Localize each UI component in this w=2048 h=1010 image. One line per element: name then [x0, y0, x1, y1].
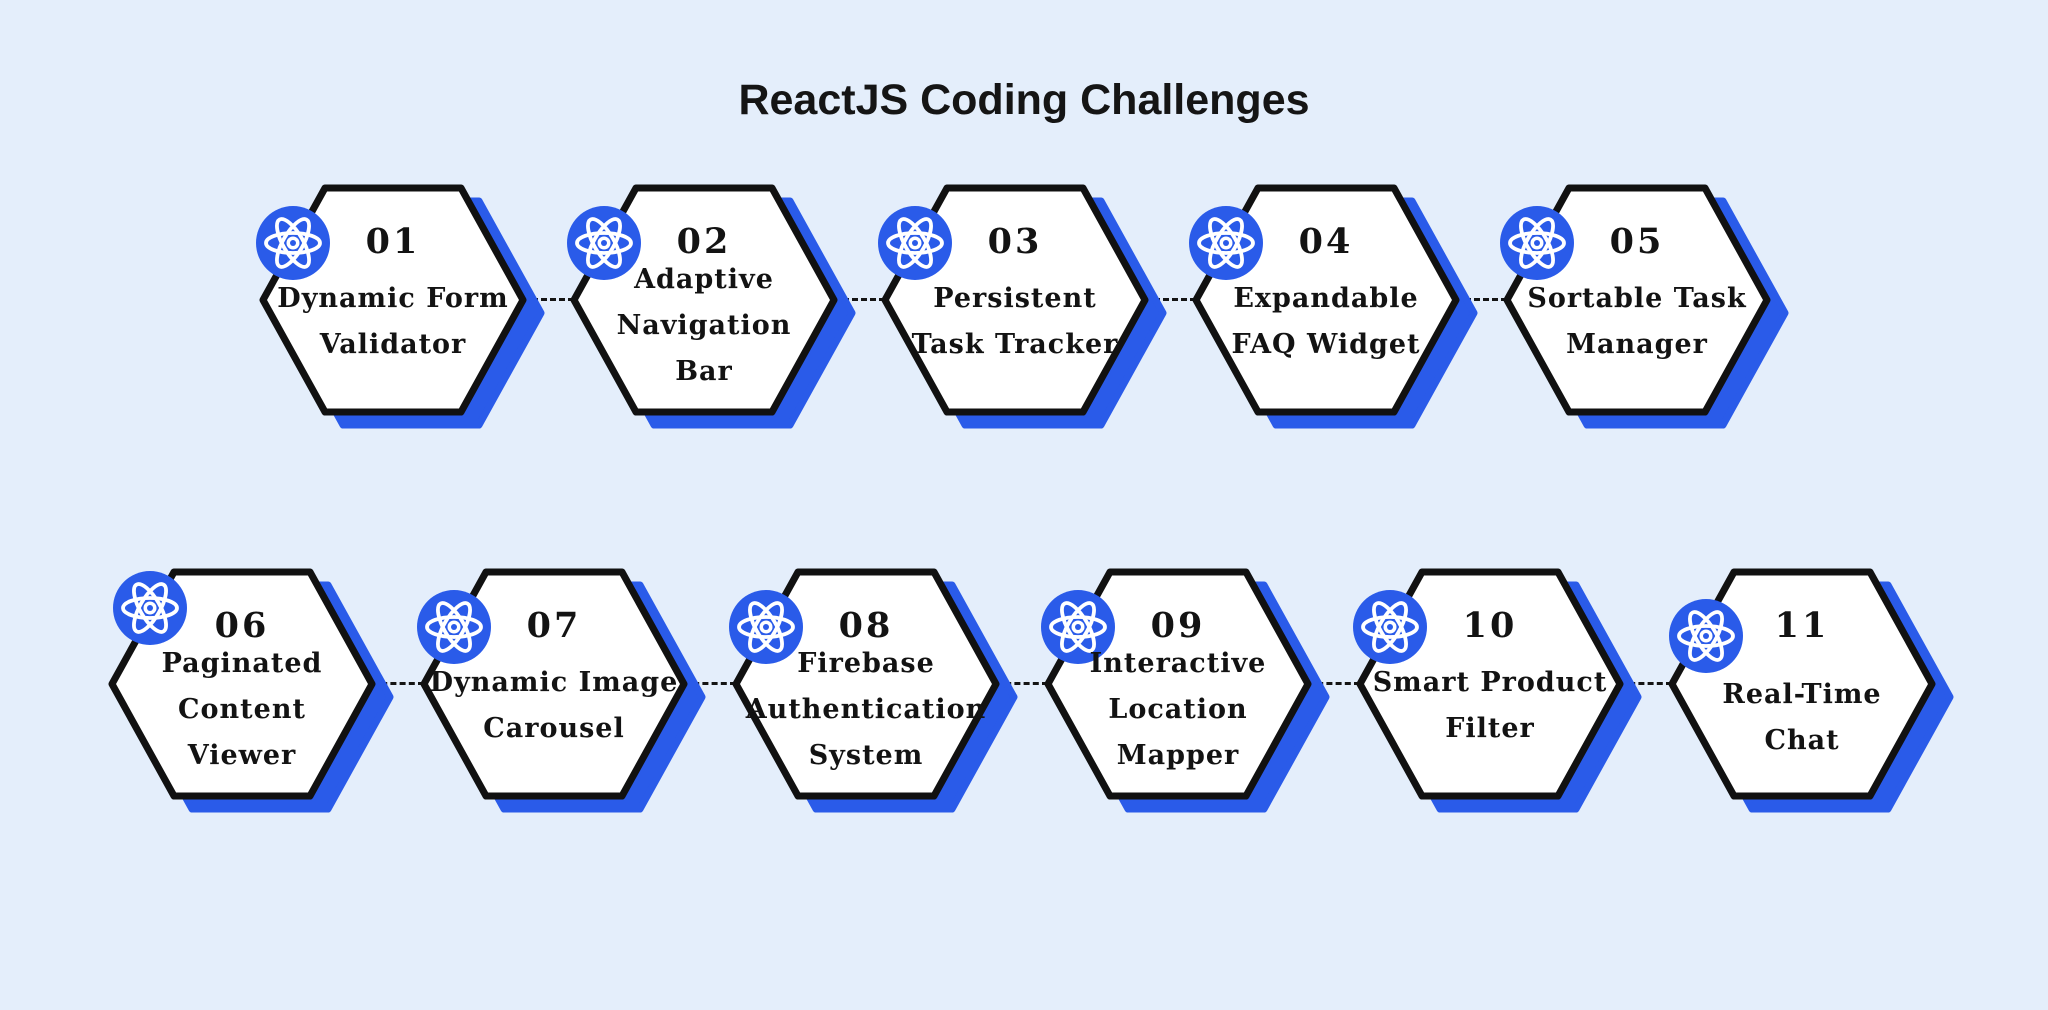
- hexagon-shape: [1041, 568, 1330, 813]
- page-title: ReactJS Coding Challenges: [738, 76, 1310, 124]
- connector-dashed-line: [834, 298, 885, 301]
- challenge-name-line: Smart Product: [1372, 667, 1608, 698]
- challenge-name-line: Content: [178, 694, 306, 725]
- challenge-name-line: Real-Time: [1722, 679, 1882, 710]
- react-logo-icon: [1353, 590, 1427, 664]
- challenge-name-line: Manager: [1566, 329, 1708, 360]
- hexagon-shape: [878, 184, 1167, 429]
- challenge-name-line: Dynamic Form: [277, 283, 509, 314]
- react-logo-icon: [1500, 206, 1574, 280]
- connector-dashed-line: [1308, 682, 1360, 685]
- connector-dashed-line: [372, 682, 424, 685]
- challenge-name-line: Firebase: [797, 648, 935, 679]
- react-logo-icon: [417, 590, 491, 664]
- challenge-name-line: System: [808, 740, 924, 771]
- react-logo-icon: [567, 206, 641, 280]
- hexagon-shape: [1189, 184, 1478, 429]
- challenge-name-line: Mapper: [1116, 740, 1240, 771]
- challenge-number: 01: [365, 221, 421, 262]
- challenge-number: 09: [1150, 605, 1206, 646]
- react-logo-icon: [256, 206, 330, 280]
- hexagon-shape: [108, 568, 394, 813]
- challenge-name-line: Carousel: [483, 713, 625, 744]
- challenge-name-line: Sortable Task: [1527, 283, 1747, 314]
- challenge-name-line: Paginated: [161, 648, 323, 679]
- challenge-name-line: Authentication: [745, 694, 987, 725]
- hexagon-shape: [567, 184, 856, 429]
- connector-dashed-line: [1620, 682, 1672, 685]
- challenge-number: 05: [1609, 221, 1665, 262]
- connector-dashed-line: [1145, 298, 1196, 301]
- challenge-name-line: FAQ Widget: [1231, 329, 1421, 360]
- hexagon-shape: [1668, 568, 1954, 813]
- hexagon-shape: [1500, 184, 1789, 429]
- challenge-name-line: Dynamic Image: [429, 667, 679, 698]
- react-logo-icon: [729, 590, 803, 664]
- react-logo-icon: [1189, 206, 1263, 280]
- hexagon-shape: [417, 568, 706, 813]
- connector-dashed-line: [684, 682, 736, 685]
- challenge-name-line: Task Tracker: [911, 329, 1119, 360]
- challenge-number: 11: [1774, 605, 1830, 646]
- challenge-name-line: Validator: [319, 329, 467, 360]
- challenge-name-line: Expandable: [1233, 283, 1419, 314]
- connector-dashed-line: [996, 682, 1048, 685]
- challenge-name-line: Viewer: [187, 740, 297, 771]
- hexagon-shape: [1353, 568, 1642, 813]
- challenge-name-line: Persistent: [933, 283, 1097, 314]
- challenge-number: 07: [526, 605, 582, 646]
- react-logo-icon: [1669, 599, 1743, 673]
- challenge-name-line: Filter: [1445, 713, 1535, 744]
- challenge-number: 02: [676, 221, 732, 262]
- challenge-name-line: Adaptive: [634, 264, 774, 295]
- hexagon-shape: [256, 184, 545, 429]
- challenge-number: 08: [838, 605, 894, 646]
- connector-dashed-line: [1456, 298, 1507, 301]
- challenge-number: 03: [987, 221, 1043, 262]
- challenge-number: 10: [1462, 605, 1518, 646]
- react-logo-icon: [878, 206, 952, 280]
- challenge-name-line: Interactive: [1089, 648, 1267, 679]
- hexagon-shape: [729, 568, 1018, 813]
- challenge-name-line: Bar: [675, 356, 733, 387]
- react-logo-icon: [1041, 590, 1115, 664]
- challenge-number: 06: [214, 605, 270, 646]
- challenge-name-line: Location: [1108, 694, 1248, 725]
- challenge-number: 04: [1298, 221, 1354, 262]
- challenge-name-line: Navigation: [616, 310, 792, 341]
- challenge-name-line: Chat: [1764, 725, 1840, 756]
- react-logo-icon: [113, 571, 187, 645]
- connector-dashed-line: [523, 298, 574, 301]
